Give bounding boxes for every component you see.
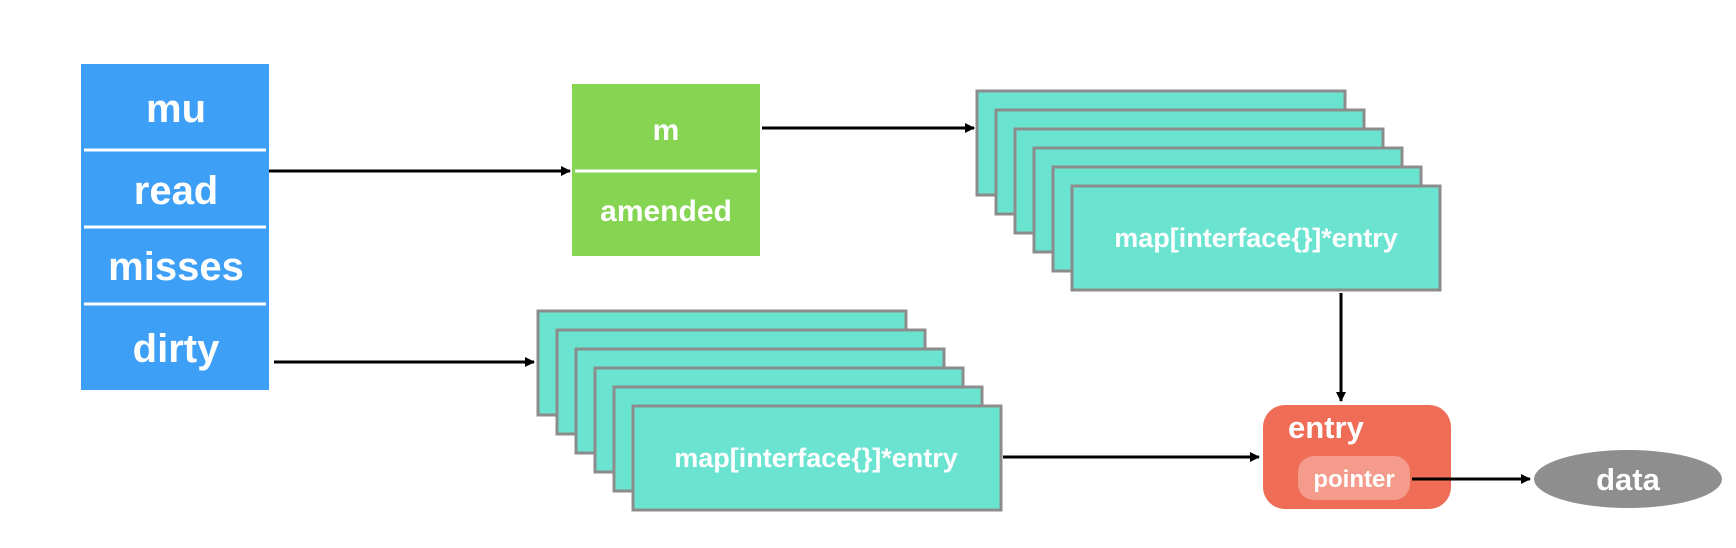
data-ellipse	[1534, 450, 1722, 508]
field-read: read	[134, 169, 219, 213]
entry-node: entry pointer	[1263, 405, 1451, 509]
data-node: data	[1534, 450, 1722, 508]
sync-map-struct: mu read misses dirty	[81, 64, 269, 390]
read-map-label: map[interface{}]*entry	[1114, 223, 1398, 253]
map-layer-front	[631, 404, 1003, 512]
read-map-stack: map[interface{}]*entry	[975, 89, 1442, 292]
pointer-box	[1298, 456, 1410, 500]
readonly-amended-label: amended	[600, 195, 732, 228]
dirty-map-label: map[interface{}]*entry	[674, 443, 958, 473]
field-mu: mu	[146, 87, 206, 131]
pointer-label: pointer	[1313, 466, 1394, 493]
data-label: data	[1596, 462, 1661, 497]
field-dirty: dirty	[133, 327, 220, 371]
dirty-map-stack: map[interface{}]*entry	[536, 309, 1003, 512]
map-layer-front	[1070, 184, 1442, 292]
entry-label: entry	[1288, 410, 1365, 445]
readonly-struct: m amended	[572, 84, 760, 256]
readonly-m-label: m	[653, 114, 680, 147]
field-misses: misses	[108, 245, 244, 289]
